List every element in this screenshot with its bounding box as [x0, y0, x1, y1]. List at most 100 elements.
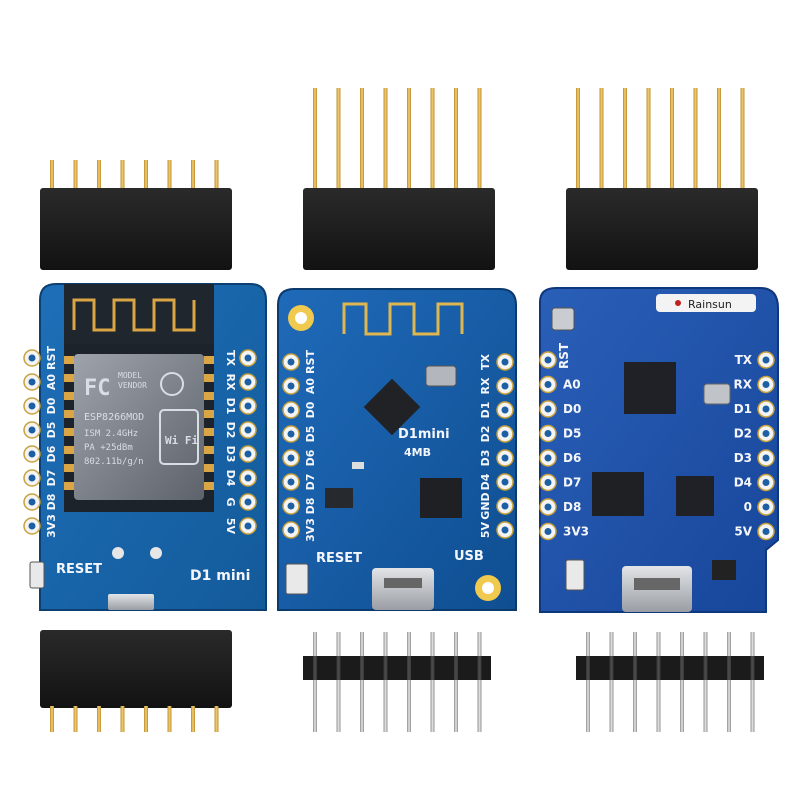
pin-label: RST — [45, 346, 58, 370]
header-pin — [740, 88, 745, 190]
esp-chip — [624, 362, 676, 414]
bottom-header-middle — [303, 632, 491, 732]
header-pin — [167, 160, 172, 190]
flash-size-label: 4MB — [404, 446, 431, 459]
pin-label: RST — [304, 350, 317, 374]
header-pins — [313, 88, 482, 190]
top-header-middle — [303, 88, 495, 270]
pin-label: 3V3 — [563, 525, 589, 539]
pin-label: TX — [735, 353, 753, 367]
bottom-header-right — [576, 632, 764, 732]
header-pin — [313, 88, 317, 190]
usb-port — [108, 594, 154, 610]
top-header-left — [40, 160, 232, 270]
pin-label: D2 — [479, 426, 492, 443]
pin-label: D7 — [563, 476, 581, 490]
module-line1: ISM 2.4GHz — [84, 429, 138, 439]
pin-label: G — [224, 497, 237, 506]
pin-holes — [539, 351, 775, 541]
pin-label: D8 — [45, 494, 58, 511]
flash-chip — [420, 478, 462, 518]
flash-chip — [592, 472, 644, 516]
header-pin — [50, 706, 54, 732]
header-pin — [191, 160, 195, 190]
brand-label: Rainsun — [688, 298, 732, 311]
header-pin — [407, 88, 411, 190]
header-pin — [454, 88, 458, 190]
reset-button — [565, 559, 585, 591]
header-pin — [717, 88, 721, 190]
pin-holes — [282, 353, 514, 539]
pin-label: D7 — [45, 470, 58, 487]
header-pins — [576, 632, 764, 732]
pin-label: TX — [479, 353, 492, 370]
module-vendor-text: VENDOR — [118, 381, 147, 390]
antenna-trace — [72, 298, 196, 332]
header-pin — [73, 160, 78, 190]
board-name-label: D1 mini — [190, 568, 250, 584]
header-pin — [383, 88, 388, 190]
header-pin — [191, 706, 195, 732]
pin-label: D1 — [224, 398, 237, 415]
pin-label: GND — [479, 492, 492, 519]
header-pin — [120, 706, 125, 732]
header-spacer — [303, 656, 491, 680]
header-pins — [576, 88, 745, 190]
pin-label: D0 — [304, 401, 317, 418]
header-pin — [693, 88, 698, 190]
usb-port — [372, 568, 434, 610]
brand-sticker — [656, 294, 756, 312]
pin-label: 5V — [479, 521, 492, 538]
pin-label: A0 — [563, 378, 581, 392]
pin-label: D5 — [563, 427, 581, 441]
pin-label: D5 — [304, 426, 317, 443]
reset-button — [29, 561, 45, 589]
header-spacer — [576, 656, 764, 680]
pin-label: D6 — [45, 445, 58, 462]
pin-label: D4 — [479, 473, 492, 490]
top-header-right — [566, 88, 758, 270]
pin-label: 5V — [224, 518, 237, 535]
pin-holes — [23, 349, 257, 535]
pin-label: D6 — [563, 451, 581, 465]
pin-label: 3V3 — [304, 518, 317, 542]
pin-label: D8 — [304, 498, 317, 515]
header-pin — [144, 160, 148, 190]
bottom-header-left — [40, 630, 232, 732]
board-name-label: D1mini — [398, 427, 450, 442]
antenna-connector — [551, 307, 575, 331]
pin-label: D4 — [224, 470, 237, 487]
pin-label: 3V3 — [45, 514, 58, 538]
pin-label: D8 — [563, 500, 581, 514]
pin-label: D2 — [734, 427, 752, 441]
header-pin — [360, 88, 364, 190]
header-pin — [50, 160, 54, 190]
pin-label: RX — [224, 374, 237, 391]
header-pin — [623, 88, 627, 190]
pin-label: A0 — [304, 378, 317, 395]
header-pin — [167, 706, 172, 732]
module-model-text: MODEL — [118, 371, 142, 380]
pin-label: D3 — [224, 446, 237, 463]
header-pin — [430, 88, 435, 190]
module-line2: PA +25dBm — [84, 443, 133, 453]
pin-label: D1 — [734, 402, 752, 416]
pin-label: D5 — [45, 422, 58, 439]
reset-label: RESET — [316, 551, 362, 566]
antenna-trace — [342, 302, 464, 336]
header-pin — [120, 160, 125, 190]
header-pin — [73, 706, 78, 732]
pin-label: D0 — [563, 402, 581, 416]
pin-label: 5V — [734, 525, 752, 539]
pin-label: RX — [479, 377, 492, 394]
header-pin — [670, 88, 674, 190]
